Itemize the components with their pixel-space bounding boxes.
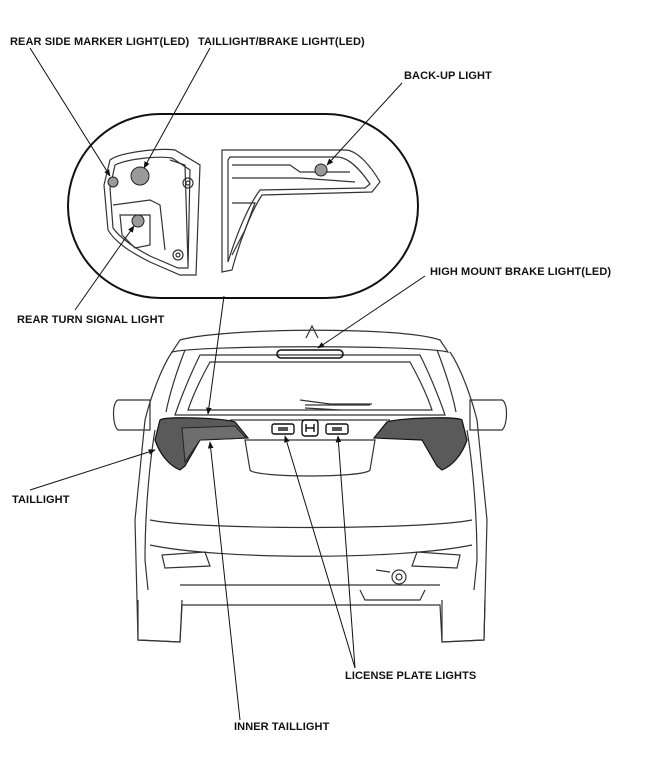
leader-rear-side-marker [29,47,111,177]
label-taillight: TAILLIGHT [12,494,70,506]
label-backup: BACK-UP LIGHT [404,70,492,82]
high-mount-brake-light [276,349,344,359]
label-taillight-brake: TAILLIGHT/BRAKE LIGHT(LED) [198,36,365,48]
leader-high-mount [317,275,426,349]
leader-taillight [29,449,156,491]
taillight-brake-bulb [130,166,150,186]
license-plate-light-right [325,423,349,435]
leader-license-right [335,435,356,669]
taillight-right [372,417,468,471]
label-rear-side-marker: REAR SIDE MARKER LIGHT(LED) [10,36,190,48]
leader-inner-taillight [207,441,241,721]
leader-rear-turn [74,225,135,311]
label-inner-taillight: INNER TAILLIGHT [234,721,330,733]
rear-side-marker-bulb [107,176,119,188]
inner-taillight-left [181,425,248,464]
leader-taillight-brake [143,47,211,169]
rear-turn-bulb [131,214,145,228]
label-rear-turn: REAR TURN SIGNAL LIGHT [17,314,165,326]
leader-callout-to-car [206,295,225,415]
label-high-mount: HIGH MOUNT BRAKE LIGHT(LED) [430,266,612,278]
label-license-plate: LICENSE PLATE LIGHTS [345,670,477,682]
leader-backup [326,82,403,166]
zoom-taillight-unit [103,148,201,276]
vehicle-rear-view [112,324,508,643]
leader-lines [29,47,426,721]
backup-bulb [314,163,328,177]
leader-license-left [284,435,356,669]
zoom-callout [67,113,419,299]
license-plate-light-left [271,423,295,435]
brand-emblem [301,419,319,437]
